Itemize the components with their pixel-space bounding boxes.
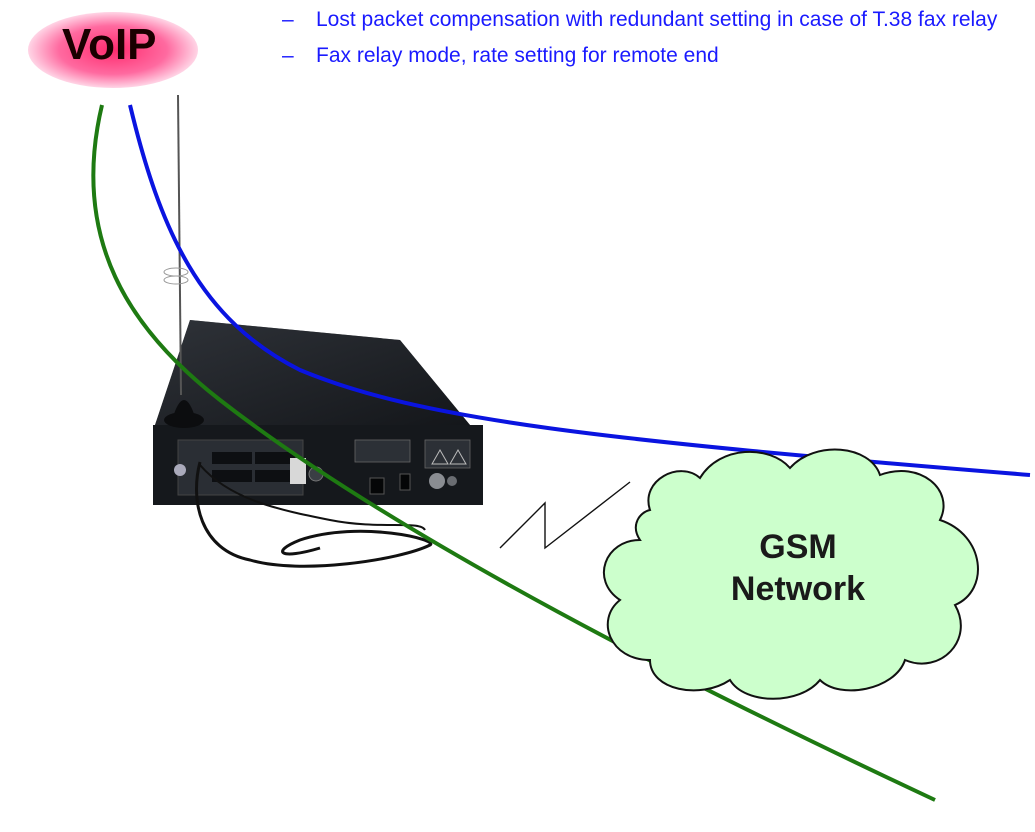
bullet-text: Fax relay mode, rate setting for remote … bbox=[316, 44, 719, 67]
voip-label: VoIP bbox=[62, 20, 157, 69]
gateway-device bbox=[153, 320, 483, 568]
gsm-network-label: GSM Network bbox=[688, 526, 908, 610]
wireless-link-zigzag bbox=[499, 481, 631, 550]
bullet-dash: – bbox=[282, 44, 294, 67]
bullet-item: – Lost packet compensation with redundan… bbox=[282, 6, 1002, 34]
feature-bullets: – Lost packet compensation with redundan… bbox=[282, 6, 1002, 78]
bullet-text: Lost packet compensation with redundant … bbox=[316, 8, 998, 31]
blue-link-line bbox=[128, 104, 1031, 477]
bullet-dash: – bbox=[282, 8, 294, 31]
cloud-line-2: Network bbox=[730, 570, 866, 608]
voip-glow bbox=[28, 12, 198, 88]
gsm-cloud bbox=[602, 448, 979, 700]
green-link-line bbox=[91, 104, 936, 802]
cloud-line-1: GSM bbox=[759, 528, 837, 566]
bullet-item: – Fax relay mode, rate setting for remot… bbox=[282, 42, 1002, 70]
